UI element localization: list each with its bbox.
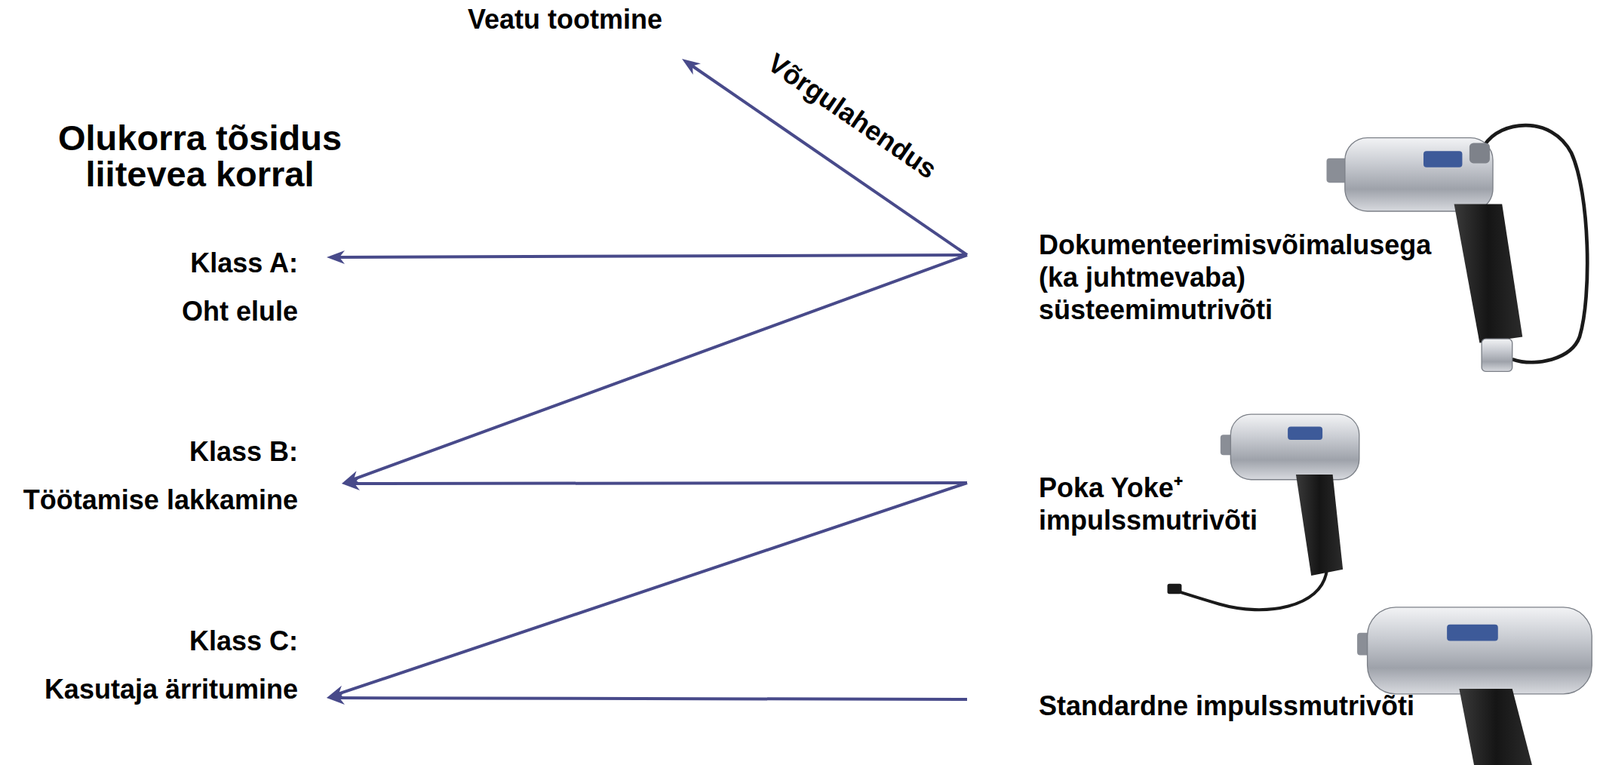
- connector-line: [353, 481, 968, 486]
- connector: [326, 690, 968, 705]
- connector-line: [337, 697, 968, 700]
- node-heading: Klass C:: [44, 624, 298, 658]
- connector-line: [352, 254, 968, 480]
- edge-label: Võrgulahendus: [761, 46, 943, 186]
- severity-class: Klass C: Kasutaja ärritumine: [44, 624, 327, 706]
- arrowhead: [341, 476, 360, 491]
- result-label: Veatu tootmine: [467, 3, 682, 59]
- severity-class: Klass A: Oht elule: [181, 246, 327, 328]
- node-heading: Klass A:: [181, 246, 298, 280]
- connector: [341, 254, 968, 484]
- standard-tool-illustration: [1357, 607, 1592, 765]
- node-heading: Dokumenteerimisvõimalusega (ka juhtmevab…: [1038, 228, 1459, 326]
- arrowhead: [326, 250, 345, 265]
- node-heading: Klass B:: [23, 435, 298, 468]
- connector-line: [337, 254, 968, 258]
- tool-label: Dokumenteerimisvõimalusega (ka juhtmevab…: [967, 228, 1459, 326]
- connector: [341, 476, 968, 491]
- node-body: Oht elule: [181, 294, 298, 328]
- severity-class: Klass B: Töötamise lakkamine: [23, 435, 342, 516]
- tool-label: Standardne impulssmutrivõti: [967, 689, 1415, 722]
- tool-label: Poka Yoke⁺ impulssmutrivõti: [967, 471, 1266, 537]
- connector: [326, 250, 968, 265]
- node-heading: Poka Yoke⁺ impulssmutrivõti: [1038, 471, 1266, 537]
- connector: [326, 482, 968, 699]
- connector-line: [337, 482, 968, 695]
- node-heading: Veatu tootmine: [467, 3, 663, 36]
- node-heading: Standardne impulssmutrivõti: [1038, 689, 1415, 722]
- diagram-title: Olukorra tõsidus liitevea korral: [41, 119, 359, 193]
- node-body: Töötamise lakkamine: [23, 483, 298, 516]
- node-body: Kasutaja ärritumine: [44, 672, 298, 706]
- arrowhead: [326, 690, 345, 705]
- arrowhead: [681, 58, 701, 75]
